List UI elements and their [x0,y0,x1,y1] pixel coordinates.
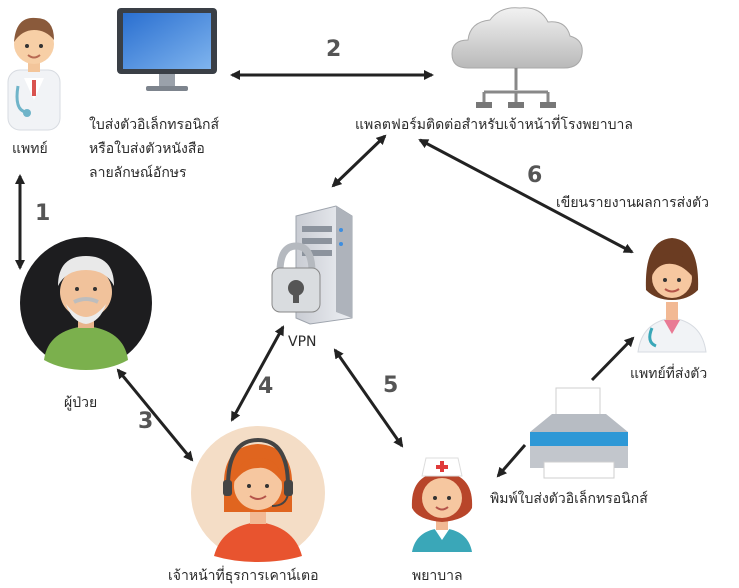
monitor-icon [117,8,217,91]
counter-staff-label: เจ้าหน้าที่ธุรการเคาน์เตอ [168,566,319,584]
step-number-6: 6 [527,163,542,188]
monitor-label-line-1: ใบส่งตัวอิเล็กทรอนิกส์ [89,115,220,133]
step-number-4: 4 [258,374,273,399]
printer-icon [530,387,628,479]
monitor-label-line-2: หรือใบส่งตัวหนังสือ [89,140,205,157]
counter-staff-icon [191,426,325,562]
cloud-icon [451,7,583,108]
referred-doctor-icon [637,238,707,353]
platform-label: แพลตฟอร์มติดต่อสำหรับเจ้าหน้าที่โรงพยาบา… [355,115,633,133]
patient-icon [20,237,152,370]
step-number-1: 1 [35,201,50,226]
referred-doctor-label: แพทย์ที่ส่งตัว [630,364,707,382]
report-label: เขียนรายงานผลการส่งตัว [556,195,709,211]
patient-label: ผู้ป่วย [64,395,97,411]
nurse-icon [411,457,473,552]
arrow-printer-nurse [496,444,527,478]
printer-label: พิมพ์ใบส่งตัวอิเล็กทรอนิกส์ [490,489,648,507]
step-number-3: 3 [138,409,153,434]
vpn-server-lock-icon [271,205,353,325]
vpn-label: VPN [288,334,317,350]
arrow-platform-vpn [331,134,387,188]
arrow-vpn-nurse [333,348,404,448]
step-number-5: 5 [383,373,398,398]
arrow-platform-referred-doctor [418,138,634,254]
arrow-printer-referred-doctor [590,336,635,382]
arrow-patient-counter [116,368,194,462]
step-number-2: 2 [326,37,341,62]
monitor-label-line-3: ลายลักษณ์อักษร [89,164,187,181]
nurse-label: พยาบาล [412,568,463,584]
doctor-label: แพทย์ [12,140,48,157]
doctor-icon [7,17,61,131]
arrow-vpn-counter [230,325,285,422]
